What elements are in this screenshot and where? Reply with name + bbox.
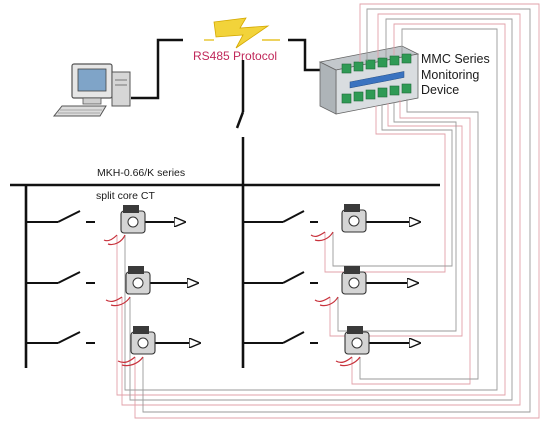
device-label-line1: MMC Series (421, 52, 490, 66)
protocol-label: RS485 Protocol (193, 49, 278, 63)
split-core-current-transformer-icon (103, 205, 146, 246)
rs485-bus (131, 38, 322, 185)
ct-type-label: split core CT (96, 190, 155, 202)
device-label: MMC Series Monitoring Device (421, 52, 490, 99)
branch-circuit-R2 (243, 266, 418, 307)
branch-circuit-R3 (243, 326, 420, 367)
ct-series-label: MKH-0.66/K series (97, 167, 186, 179)
device-label-line2: Monitoring (421, 67, 480, 82)
lightning-bolt-icon (204, 17, 280, 49)
split-core-current-transformer-icon (310, 204, 367, 242)
ct-signal-wiring (116, 3, 540, 419)
split-core-current-transformer-icon (117, 326, 156, 367)
device-label-line3: Device (421, 83, 460, 97)
branch-circuit-R1 (243, 204, 420, 242)
power-busbars (10, 183, 440, 368)
split-core-current-transformer-icon (105, 266, 151, 307)
split-core-current-transformer-icon (314, 266, 367, 307)
branch-circuit-L3 (26, 326, 200, 367)
desktop-computer-icon (52, 63, 131, 117)
split-core-current-transformer-icon (335, 326, 370, 367)
branch-circuit-L1 (26, 205, 185, 246)
din-rail-monitoring-module-icon (318, 45, 420, 115)
branch-circuit-L2 (26, 266, 198, 307)
